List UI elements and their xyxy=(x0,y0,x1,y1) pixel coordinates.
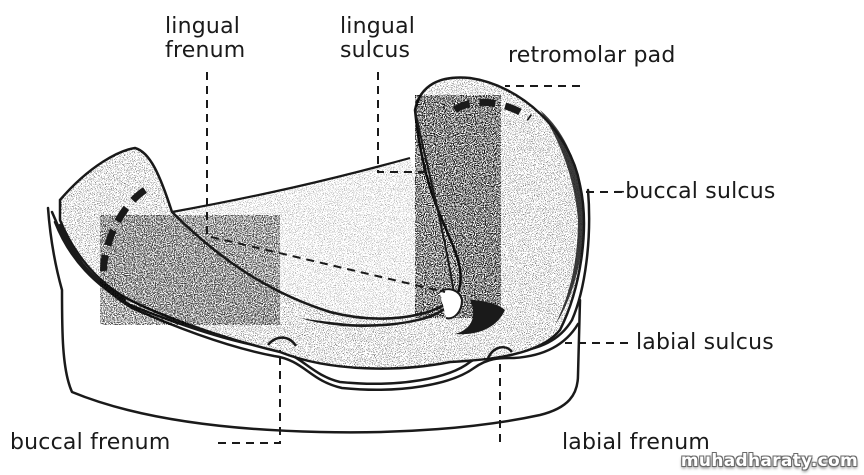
label-labial-sulcus: labial sulcus xyxy=(636,330,774,355)
leader-buccal-frenum xyxy=(218,350,281,444)
label-lingual-sulcus-line2: sulcus xyxy=(340,38,411,63)
label-lingual-frenum-line1: lingual xyxy=(165,14,241,39)
retromolar-pad-outline xyxy=(100,98,533,273)
leader-lingual-sulcus xyxy=(377,72,430,173)
label-lingual-sulcus-line1: lingual xyxy=(340,14,416,39)
label-buccal-sulcus: –buccal sulcus xyxy=(614,179,776,204)
watermark: muhadharaty.com xyxy=(680,451,858,471)
leader-lines xyxy=(206,72,628,444)
label-labial-frenum: labial frenum xyxy=(562,430,711,455)
cast-base xyxy=(46,188,591,434)
label-buccal-frenum: buccal frenum xyxy=(10,430,171,455)
leader-lingual-frenum xyxy=(206,72,446,293)
label-retromolar-pad: retromolar pad xyxy=(508,43,676,68)
label-lingual-sulcus: lingual sulcus xyxy=(340,15,415,63)
label-lingual-frenum: lingual frenum xyxy=(165,15,245,63)
label-lingual-frenum-line2: frenum xyxy=(165,38,246,63)
